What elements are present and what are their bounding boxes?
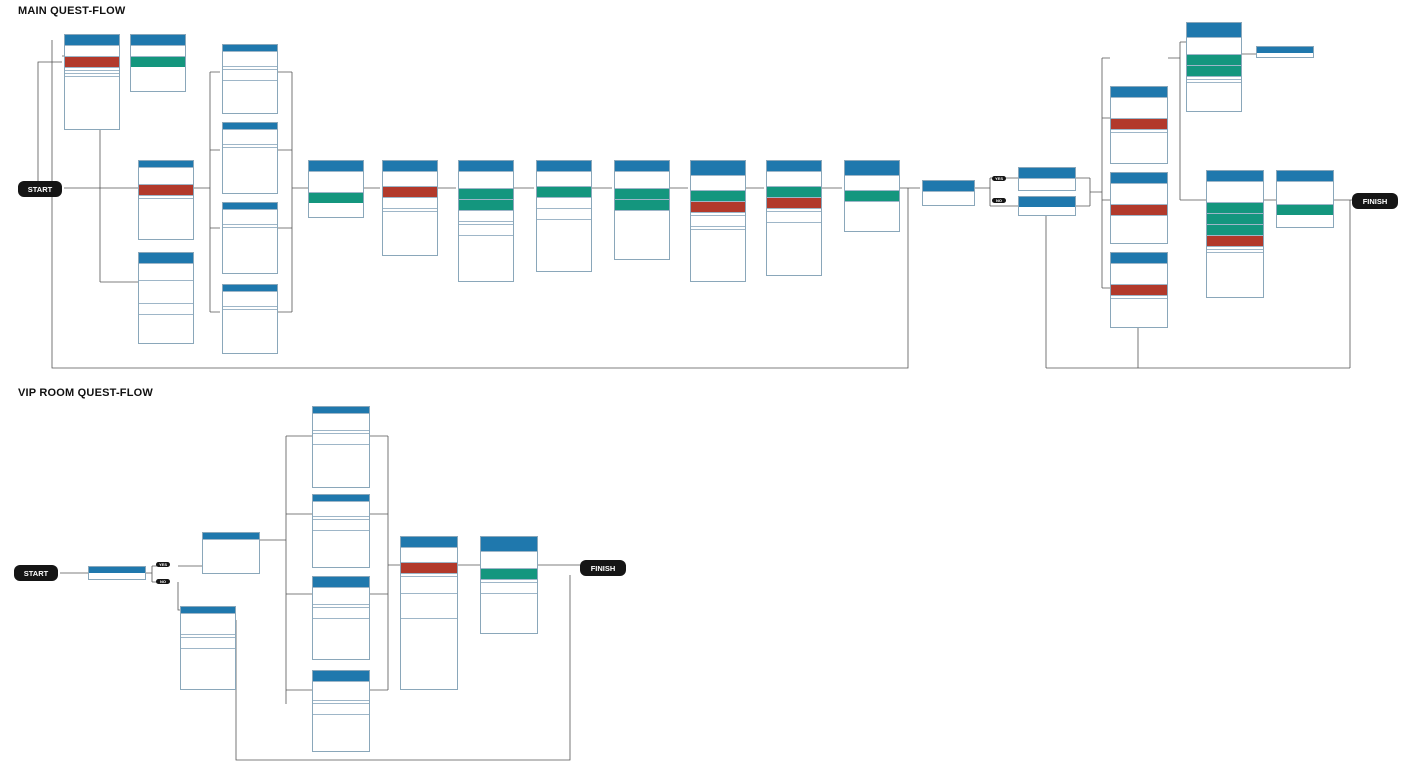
flow-node bbox=[1018, 167, 1076, 191]
flow-node bbox=[844, 160, 900, 232]
flow-node bbox=[202, 532, 260, 574]
flow-node bbox=[308, 160, 364, 218]
flow-node bbox=[766, 160, 822, 276]
flow-node bbox=[312, 576, 370, 660]
flow-node bbox=[1110, 86, 1168, 164]
flow-node bbox=[130, 34, 186, 92]
flow-node bbox=[64, 34, 120, 130]
flow-node bbox=[1110, 172, 1168, 244]
flow-node bbox=[222, 44, 278, 114]
flow-node bbox=[312, 670, 370, 752]
flow-node bbox=[458, 160, 514, 282]
flow-node bbox=[1186, 22, 1242, 112]
flow-node bbox=[1256, 46, 1314, 58]
vip-flow-title: VIP ROOM QUEST-FLOW bbox=[18, 387, 153, 399]
flow-node bbox=[138, 252, 194, 344]
flow-node bbox=[1276, 170, 1334, 228]
flow-node bbox=[1018, 196, 1076, 216]
main-no-label: NO bbox=[992, 198, 1006, 203]
flow-node bbox=[400, 536, 458, 690]
flow-node bbox=[222, 284, 278, 354]
main-yes-label: YES bbox=[992, 176, 1006, 181]
flow-node bbox=[222, 122, 278, 194]
flow-node bbox=[1110, 252, 1168, 328]
flow-node bbox=[614, 160, 670, 260]
flow-node bbox=[180, 606, 236, 690]
flow-node bbox=[922, 180, 975, 206]
vip-start-terminal: START bbox=[14, 565, 58, 581]
main-finish-terminal: FINISH bbox=[1352, 193, 1398, 209]
flow-node bbox=[1206, 170, 1264, 298]
vip-no-label: NO bbox=[156, 579, 170, 584]
main-flow-title: MAIN QUEST-FLOW bbox=[18, 5, 126, 17]
flow-node bbox=[222, 202, 278, 274]
flow-node bbox=[536, 160, 592, 272]
vip-yes-label: YES bbox=[156, 562, 170, 567]
main-start-terminal: START bbox=[18, 181, 62, 197]
flow-node bbox=[138, 160, 194, 240]
flow-node bbox=[690, 160, 746, 282]
flow-node bbox=[382, 160, 438, 256]
flow-node bbox=[312, 406, 370, 488]
flow-node bbox=[312, 494, 370, 568]
flow-node bbox=[88, 566, 146, 580]
vip-finish-terminal: FINISH bbox=[580, 560, 626, 576]
flow-node bbox=[480, 536, 538, 634]
